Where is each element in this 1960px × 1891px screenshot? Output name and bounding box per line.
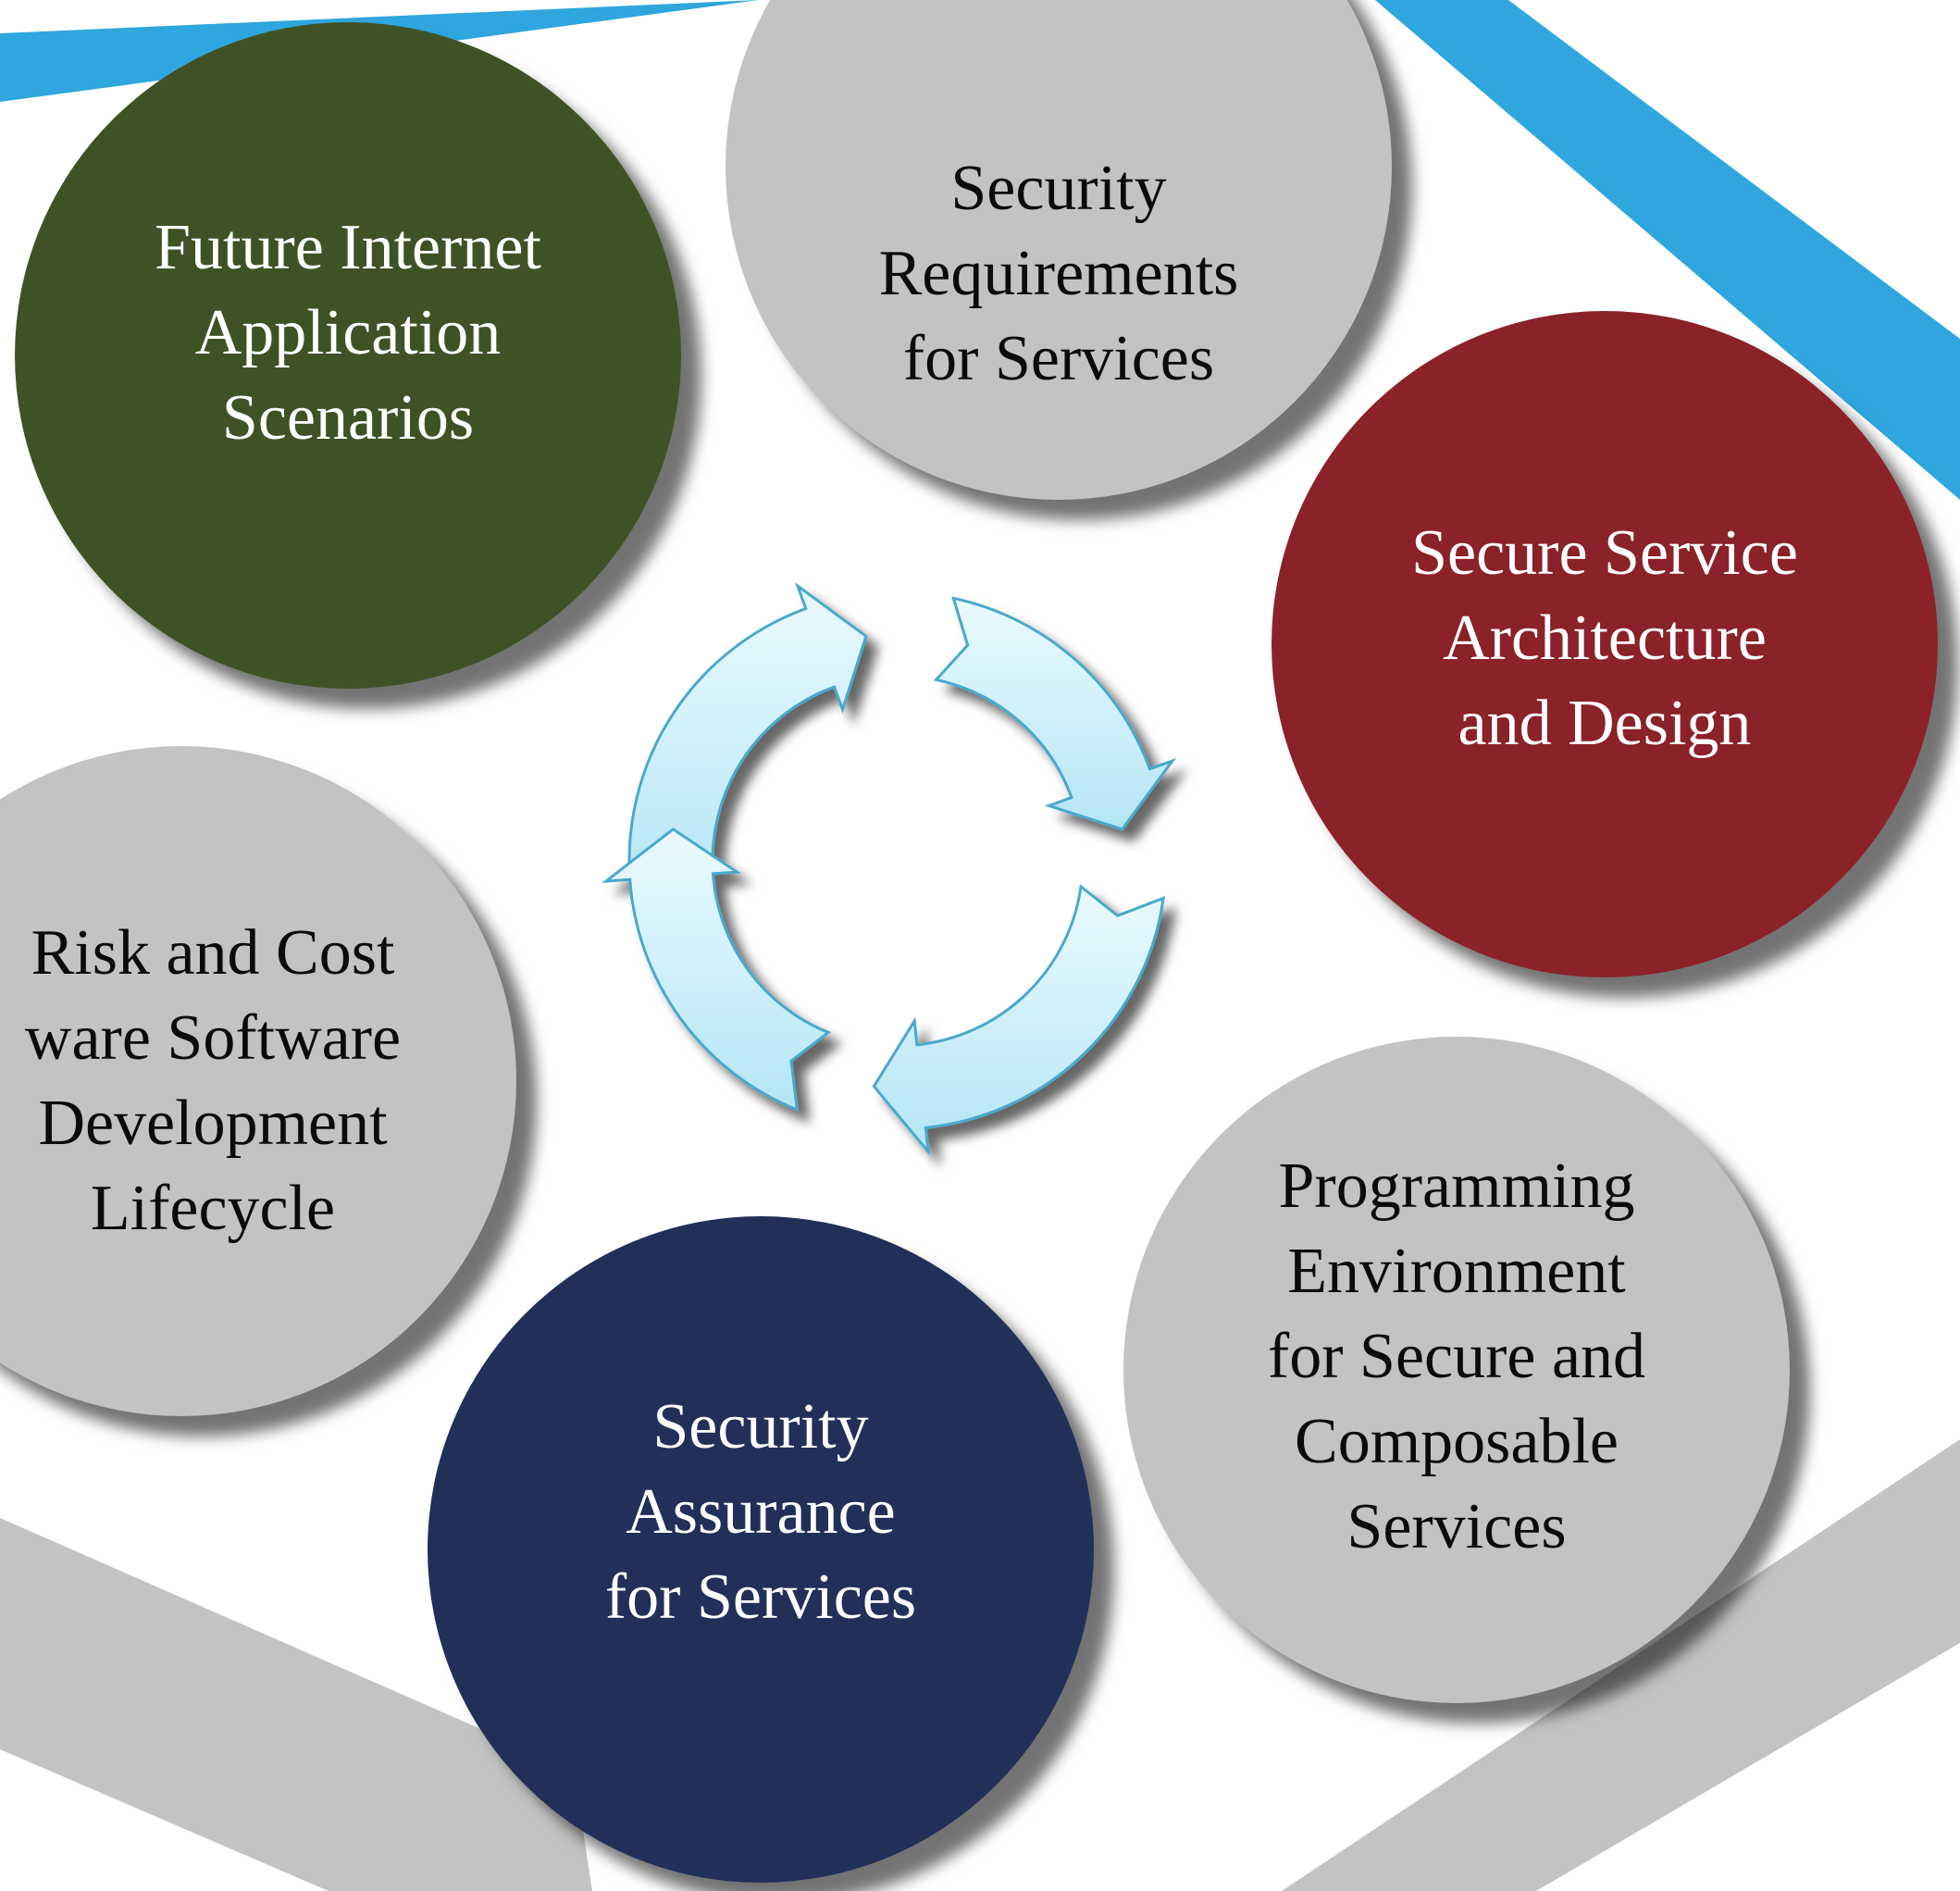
circle-future-internet-scenarios: Future Internet Application Scenarios xyxy=(15,22,681,689)
cycle-arrows-icon xyxy=(601,581,1177,1157)
circle-label: Future Internet Application Scenarios xyxy=(155,212,541,454)
circle-label: Secure Service Architecture and Design xyxy=(1411,517,1798,759)
blue-band-top-right xyxy=(1375,0,1960,500)
grey-band-bottom-left xyxy=(0,1518,592,1891)
arrow-top-right-icon xyxy=(933,596,1177,831)
arrow-top-left-icon xyxy=(627,581,868,902)
circle-security-assurance: Security Assurance for Services xyxy=(428,1216,1094,1883)
circle-label: Security Requirements for Services xyxy=(878,153,1239,394)
circle-programming-environment: Programming Environment for Secure and C… xyxy=(1123,1037,1790,1703)
arrow-bottom-left-icon xyxy=(601,827,832,1113)
circle-label: Programming Environment for Secure and C… xyxy=(1267,1151,1646,1562)
circle-label: Risk and Cost ware Software Development … xyxy=(24,917,402,1244)
arrow-bottom-right-icon xyxy=(872,884,1166,1157)
circle-secure-service-architecture: Secure Service Architecture and Design xyxy=(1272,311,1938,977)
circle-risk-cost-aware-lifecycle: Risk and Cost ware Software Development … xyxy=(0,746,516,1416)
grey-band-bottom-right xyxy=(1282,1439,1960,1891)
circle-label: Security Assurance for Services xyxy=(604,1391,917,1633)
